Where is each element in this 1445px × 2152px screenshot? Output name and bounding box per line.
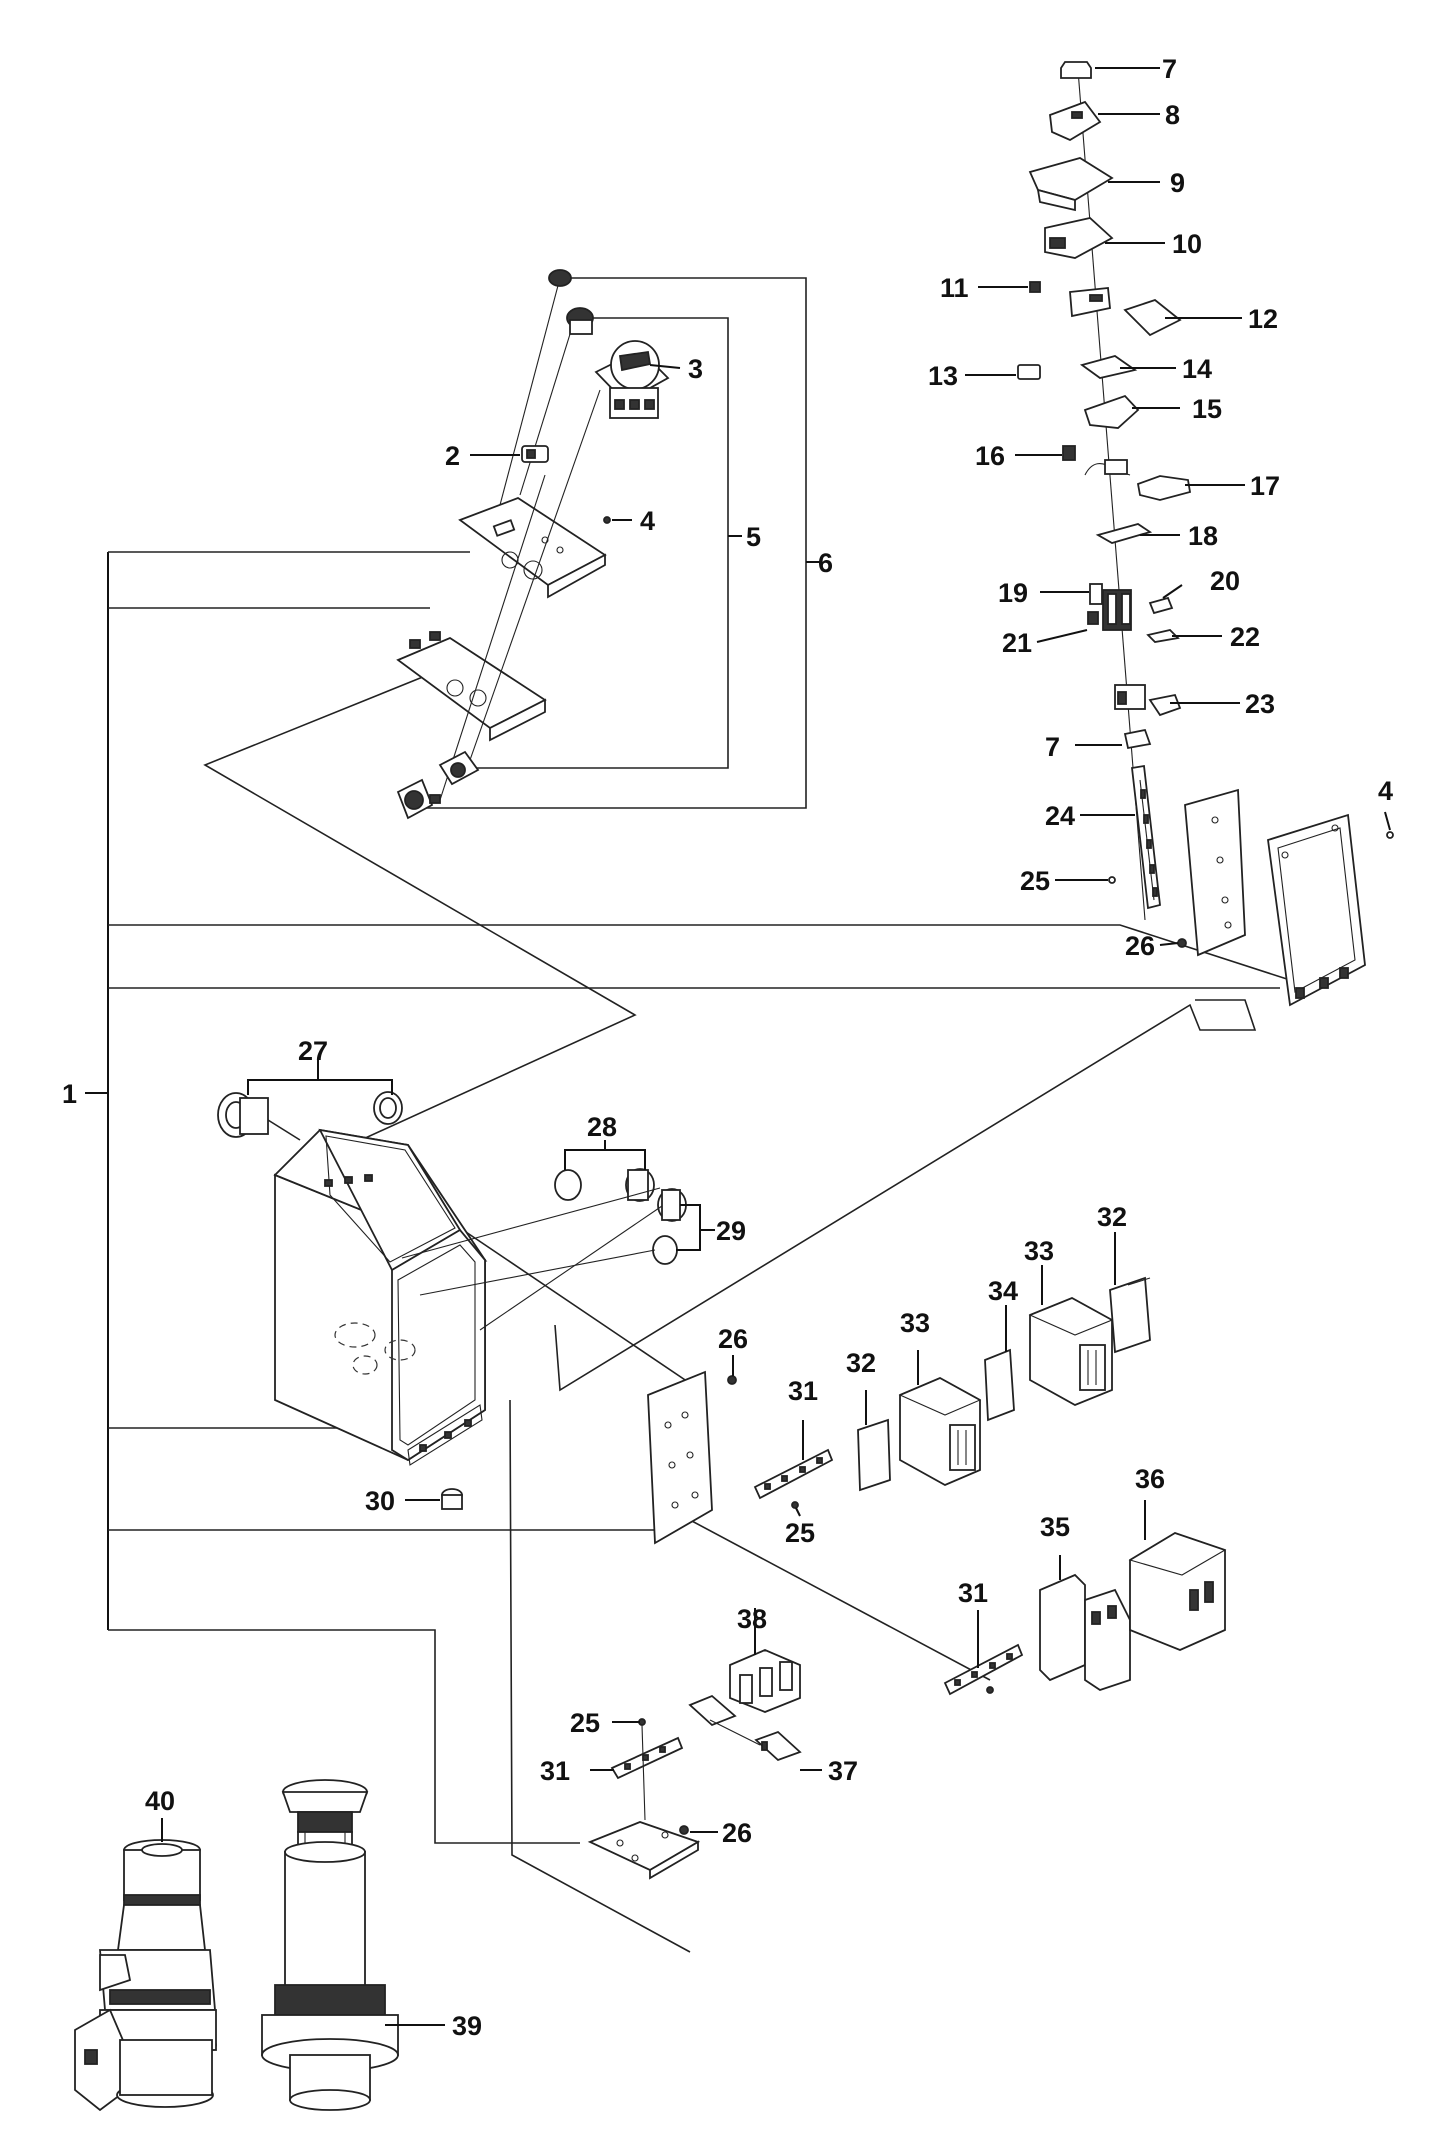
plug-40-part [74, 1839, 217, 2112]
callout-7: 7 [1045, 732, 1060, 762]
callout-7: 7 [1162, 54, 1177, 84]
enclosure-box-part [273, 1128, 488, 1510]
callout-19: 19 [998, 578, 1028, 608]
callout-11: 11 [940, 273, 969, 303]
callout-40: 40 [145, 1786, 175, 1816]
callout-32: 32 [1097, 1202, 1127, 1232]
callout-35: 35 [1040, 1512, 1070, 1542]
callout-25: 25 [785, 1518, 815, 1548]
callout-labels: 1 2 3 4 4 5 6 7 7 8 9 10 11 12 13 14 15 … [62, 54, 1393, 2041]
callout-6: 6 [818, 548, 833, 578]
back-plate-part [1267, 813, 1366, 1007]
power-supply-part [1128, 1532, 1227, 1651]
callout-23: 23 [1245, 689, 1275, 719]
leader-lines [161, 67, 1391, 2026]
contactor-part [898, 1377, 982, 1487]
callout-28: 28 [587, 1112, 617, 1142]
callout-9: 9 [1170, 168, 1185, 198]
callout-20: 20 [1210, 566, 1240, 596]
callout-15: 15 [1192, 394, 1222, 424]
callout-27: 27 [298, 1036, 328, 1066]
callout-30: 30 [365, 1486, 395, 1516]
callout-33: 33 [1024, 1236, 1054, 1266]
callout-4: 4 [640, 506, 655, 536]
callout-33: 33 [900, 1308, 930, 1338]
callout-24: 24 [1045, 801, 1075, 831]
callout-31: 31 [958, 1578, 988, 1608]
callout-3: 3 [688, 354, 703, 384]
cable-gland-parts [217, 1091, 687, 1331]
callout-39: 39 [452, 2011, 482, 2041]
callout-22: 22 [1230, 622, 1260, 652]
terminal-block-part [729, 1649, 801, 1713]
callout-26: 26 [1125, 931, 1155, 961]
callout-18: 18 [1188, 521, 1218, 551]
callout-10: 10 [1172, 229, 1202, 259]
callout-37: 37 [828, 1756, 858, 1786]
callout-25: 25 [570, 1708, 600, 1738]
contact-block-parts [396, 750, 480, 820]
callout-38: 38 [737, 1604, 767, 1634]
din-rail-part [1131, 764, 1161, 910]
component-plate-parts [647, 1276, 1227, 1696]
callout-1: 1 [62, 1079, 77, 1109]
callout-31: 31 [540, 1756, 570, 1786]
callout-29: 29 [716, 1216, 746, 1246]
callout-17: 17 [1250, 471, 1280, 501]
contactor-part-2 [1028, 1297, 1114, 1406]
callout-34: 34 [988, 1276, 1018, 1306]
callout-4: 4 [1378, 776, 1393, 806]
breaker-part [1039, 1573, 1131, 1691]
group-bracket-lines [85, 277, 1291, 1953]
door-switch-assembly [396, 269, 670, 820]
callout-32: 32 [846, 1348, 876, 1378]
callout-14: 14 [1182, 354, 1212, 384]
callout-31: 31 [788, 1376, 818, 1406]
callout-13: 13 [928, 361, 958, 391]
rotary-switch-part [594, 340, 670, 419]
callout-21: 21 [1002, 628, 1032, 658]
callout-26: 26 [722, 1818, 752, 1848]
callout-25: 25 [1020, 866, 1050, 896]
callout-2: 2 [445, 441, 460, 471]
callout-16: 16 [975, 441, 1005, 471]
callout-36: 36 [1135, 1464, 1165, 1494]
callout-26: 26 [718, 1324, 748, 1354]
right-column-parts [1017, 61, 1394, 1007]
plug-39-part [261, 1779, 399, 2111]
callout-5: 5 [746, 522, 761, 552]
terminal-plate-parts [587, 1649, 802, 1880]
callout-8: 8 [1165, 100, 1180, 130]
callout-12: 12 [1248, 304, 1278, 334]
